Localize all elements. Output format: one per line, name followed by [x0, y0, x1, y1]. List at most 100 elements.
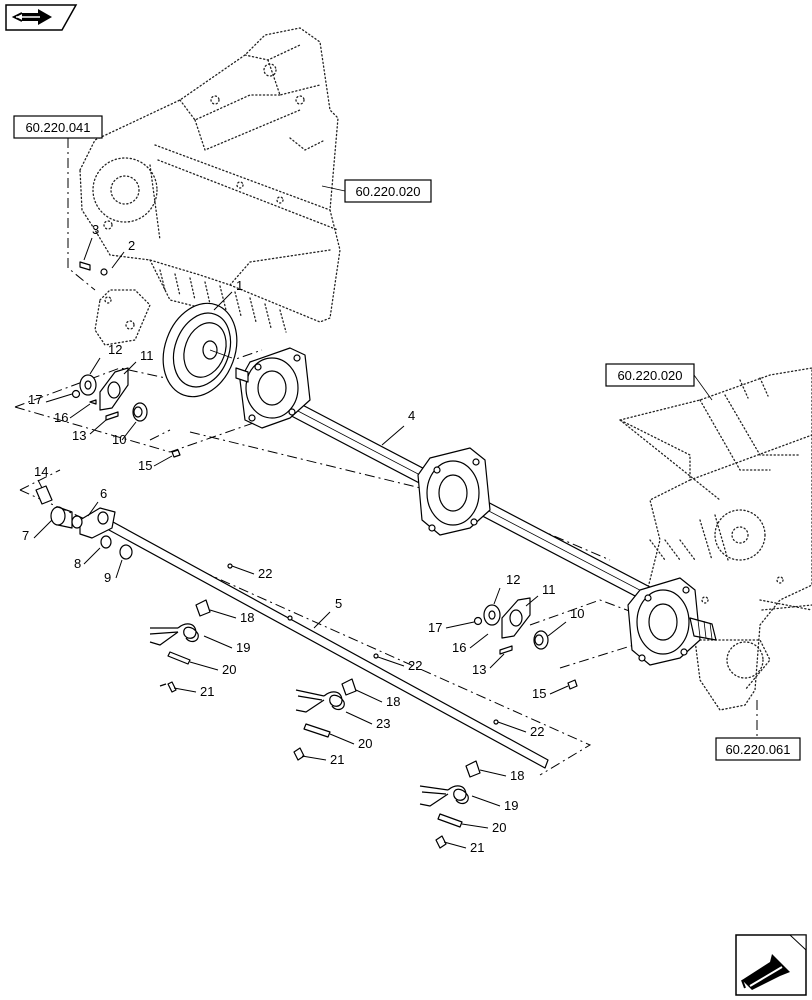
callout-label: 21: [470, 840, 484, 855]
callout-leader: [33, 519, 53, 539]
callout-label: 21: [200, 684, 214, 699]
callout-leader: [87, 501, 99, 517]
tine-set-3: [419, 760, 481, 849]
left-bearing-parts: [71, 261, 578, 690]
callout-c10a[interactable]: 10: [112, 421, 137, 447]
svg-text:60.220.020: 60.220.020: [617, 368, 682, 383]
callout-leader: [381, 425, 405, 446]
callout-c6[interactable]: 6: [87, 486, 107, 517]
callout-label: 11: [140, 348, 154, 363]
ref-60-220-041[interactable]: 60.220.041: [13, 115, 103, 139]
drive-disc: [162, 302, 238, 398]
callout-leader: [83, 237, 93, 261]
ref-60-220-061[interactable]: 60.220.061: [715, 737, 801, 761]
callout-c20a[interactable]: 20: [189, 661, 236, 677]
callout-c17b[interactable]: 17: [428, 620, 475, 635]
callout-c13a[interactable]: 13: [72, 419, 107, 443]
callout-c21a[interactable]: 21: [173, 684, 214, 699]
callout-label: 4: [408, 408, 415, 423]
callout-c10b[interactable]: 10: [547, 606, 584, 637]
svg-text:60.220.041: 60.220.041: [25, 120, 90, 135]
callout-leader: [479, 769, 507, 777]
callout-leader: [493, 587, 501, 605]
callout-c22c[interactable]: 22: [497, 721, 544, 739]
callout-leader: [203, 635, 233, 649]
callout-c9[interactable]: 9: [104, 559, 123, 585]
callout-c21c[interactable]: 21: [443, 840, 484, 855]
shaft-assembly: [235, 347, 717, 666]
callout-label: 21: [330, 752, 344, 767]
ref-leader-60-220-041: [67, 138, 96, 291]
callout-leader: [313, 611, 331, 629]
callout-c16a[interactable]: 16: [54, 403, 91, 425]
callout-c4[interactable]: 4: [381, 408, 415, 446]
callout-label: 20: [358, 736, 372, 751]
callout-c12b[interactable]: 12: [493, 572, 520, 605]
callout-c5[interactable]: 5: [313, 596, 342, 629]
callout-c8[interactable]: 8: [74, 547, 101, 571]
callout-c2[interactable]: 2: [111, 238, 135, 269]
right-bearing-envelope: [529, 599, 651, 669]
callout-leader: [213, 291, 233, 311]
callout-label: 18: [510, 768, 524, 783]
ref-leader-right: [693, 374, 713, 401]
callout-label: 12: [108, 342, 122, 357]
previous-page-button[interactable]: [5, 4, 78, 31]
callout-c22b[interactable]: 22: [377, 656, 422, 673]
callout-leader: [37, 479, 43, 489]
callout-label: 15: [532, 686, 546, 701]
callout-c19a[interactable]: 19: [203, 635, 250, 655]
callout-c18a[interactable]: 18: [209, 609, 254, 625]
callout-c3[interactable]: 3: [83, 222, 99, 261]
upper-housing-phantom: [79, 27, 341, 346]
callout-c20b[interactable]: 20: [329, 733, 372, 751]
callout-leader: [443, 841, 467, 849]
callout-label: 13: [472, 662, 486, 677]
callout-label: 19: [236, 640, 250, 655]
callout-label: 9: [104, 570, 111, 585]
callout-leader: [111, 251, 125, 269]
callout-leader: [469, 633, 489, 649]
callout-c11a[interactable]: 11: [123, 348, 154, 375]
callout-c12a[interactable]: 12: [89, 342, 122, 375]
callout-leader: [497, 721, 527, 733]
callout-label: 5: [335, 596, 342, 611]
callout-label: 20: [492, 820, 506, 835]
callout-c17a[interactable]: 17: [28, 392, 73, 407]
callout-c19b[interactable]: 19: [471, 795, 518, 813]
callout-leader: [549, 685, 569, 695]
callout-label: 22: [530, 724, 544, 739]
right-bearing-parts: [473, 597, 549, 655]
callout-label: 7: [22, 528, 29, 543]
callout-label: 11: [542, 582, 556, 597]
callout-c22a[interactable]: 22: [231, 565, 272, 581]
callout-leader: [209, 609, 237, 619]
callout-label: 10: [112, 432, 126, 447]
callout-c16b[interactable]: 16: [452, 633, 489, 655]
callout-leader: [123, 361, 137, 375]
callout-c11b[interactable]: 11: [525, 582, 556, 607]
callout-leader: [471, 795, 501, 807]
callout-label: 13: [72, 428, 86, 443]
callout-c23[interactable]: 23: [345, 711, 390, 731]
callout-c15b[interactable]: 15: [532, 685, 569, 701]
callout-c21b[interactable]: 21: [301, 752, 344, 767]
callout-leader: [461, 823, 489, 829]
callout-c1[interactable]: 1: [213, 278, 243, 311]
next-page-button[interactable]: [735, 934, 807, 996]
callout-c18b[interactable]: 18: [355, 689, 400, 709]
callout-leader: [189, 661, 219, 671]
callout-leader: [525, 595, 539, 607]
svg-text:60.220.061: 60.220.061: [725, 742, 790, 757]
callout-c15a[interactable]: 15: [138, 455, 173, 473]
callout-c14[interactable]: 14: [34, 464, 48, 489]
callout-c18c[interactable]: 18: [479, 768, 524, 783]
callout-c13b[interactable]: 13: [472, 653, 505, 677]
callout-c7[interactable]: 7: [22, 519, 53, 543]
callout-leader: [231, 565, 255, 575]
ref-60-220-020-right[interactable]: 60.220.020: [605, 363, 695, 387]
ref-60-220-020-top[interactable]: 60.220.020: [344, 179, 432, 203]
callout-label: 3: [92, 222, 99, 237]
callout-label: 10: [570, 606, 584, 621]
callout-c20c[interactable]: 20: [461, 820, 506, 835]
